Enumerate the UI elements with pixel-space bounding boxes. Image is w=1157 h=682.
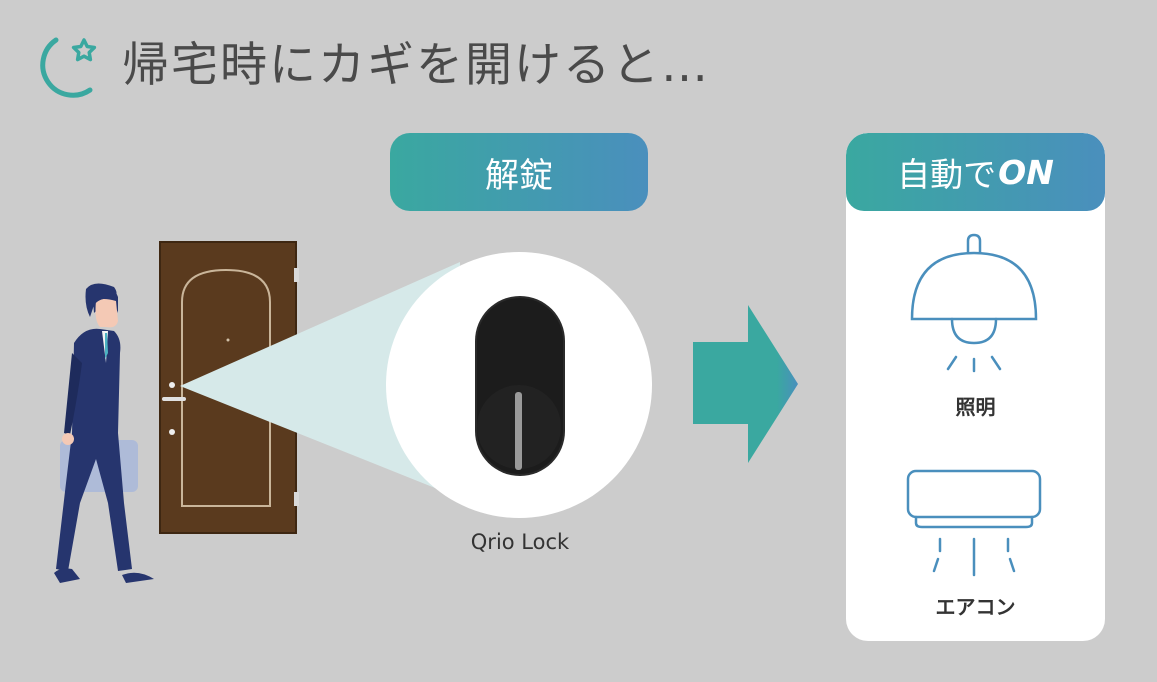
air-conditioner-icon bbox=[906, 469, 1042, 577]
product-label: Qrio Lock bbox=[470, 530, 570, 554]
auto-on-suffix: ON bbox=[998, 152, 1054, 192]
page-title: 帰宅時にカギを開けると… bbox=[122, 38, 710, 93]
device-label-aircon: エアコン bbox=[935, 595, 1016, 619]
auto-on-prefix: 自動で bbox=[897, 155, 997, 194]
ceiling-lamp-icon bbox=[910, 233, 1038, 373]
lock-zoom-circle bbox=[386, 252, 652, 518]
moon-star-icon bbox=[40, 37, 97, 98]
businessman-illustration bbox=[54, 283, 154, 583]
focus-beam bbox=[180, 262, 460, 498]
unlock-badge: 解錠 bbox=[390, 133, 648, 211]
device-label-light: 照明 bbox=[955, 395, 996, 419]
right-arrow-icon bbox=[693, 305, 798, 463]
